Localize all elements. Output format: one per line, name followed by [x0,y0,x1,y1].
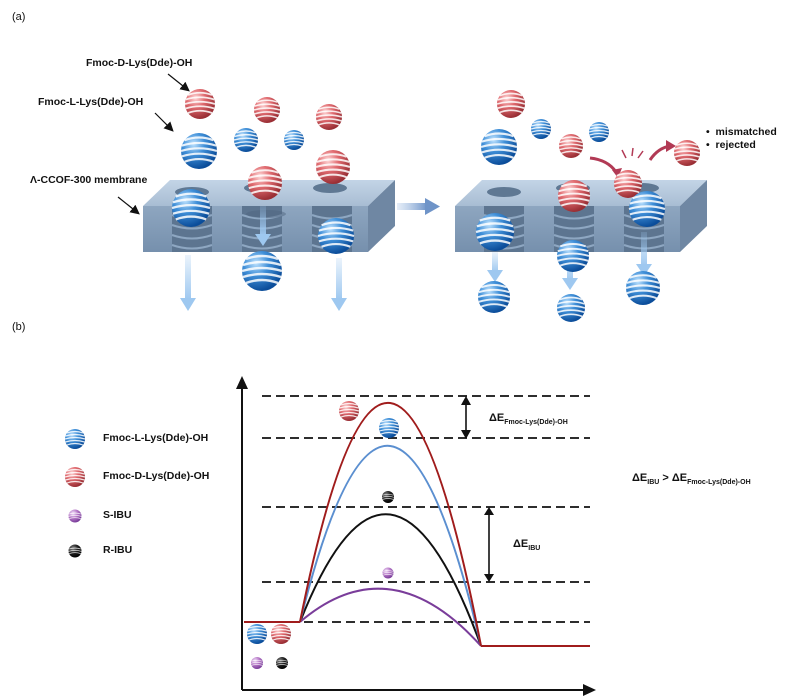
curve-spheres [246,400,400,670]
bullet-icon: • [706,139,710,151]
blue-sphere-icon [64,428,86,450]
mismatched-text: mismatched [715,126,777,138]
left-permeation-arrows [180,206,347,311]
label-fmoc-d: Fmoc-D-Lys(Dde)-OH [86,57,193,69]
legend-label-fmoc-d: Fmoc-D-Lys(Dde)-OH [103,470,210,482]
delta-e-relation: ΔEIBU > ΔEFmoc-Lys(Dde)-OH [632,472,751,486]
label-arrow-membrane [117,196,140,215]
red-sphere-icon [64,466,86,488]
legend-label-fmoc-l: Fmoc-L-Lys(Dde)-OH [103,432,209,444]
legend-label-r-ibu: R-IBU [103,544,133,556]
legend-icons [64,428,86,558]
panel-label-a: (a) [12,11,26,23]
legend-label-s-ibu: S-IBU [103,509,132,521]
energy-levels [262,395,590,623]
delta-e-fmoc-label: ΔEFmoc-Lys(Dde)-OH [489,412,568,426]
energy-curves [244,401,590,647]
rejected-text: rejected [715,139,756,151]
relation-b-sub: Fmoc-Lys(Dde)-OH [687,479,751,486]
bullet-icon: • [706,126,710,138]
label-membrane: Λ-CCOF-300 membrane [30,174,148,186]
purple-sphere-icon [68,509,82,523]
label-rejected: • rejected [706,139,756,151]
curve-fmoc-d [299,401,482,647]
black-sphere-icon [68,544,82,558]
delta-e-ibu-main: ΔE [513,538,529,550]
label-arrow-fmoc-l [154,112,174,132]
relation-a-sub: IBU [647,479,660,486]
energy-axes [236,376,596,696]
delta-e-fmoc-sub: Fmoc-Lys(Dde)-OH [504,419,568,426]
label-fmoc-l: Fmoc-L-Lys(Dde)-OH [38,96,144,108]
panel-label-b: (b) [12,321,26,333]
delta-e-ibu-sub: IBU [528,545,541,552]
label-mismatched: • mismatched [706,126,777,138]
relation-gt: > [659,472,672,484]
label-arrow-fmoc-d [167,73,190,92]
relation-b-main: ΔE [671,472,688,484]
delta-e-arrows [465,403,490,575]
curve-s-ibu [299,587,482,647]
delta-e-ibu-label: ΔEIBU [513,538,540,552]
process-arrow [397,198,440,215]
relation-a-main: ΔE [632,472,648,484]
delta-e-fmoc-main: ΔE [489,412,505,424]
curve-r-ibu [299,513,482,647]
curve-fmoc-l [299,444,482,647]
rejection-arrows [589,144,671,173]
